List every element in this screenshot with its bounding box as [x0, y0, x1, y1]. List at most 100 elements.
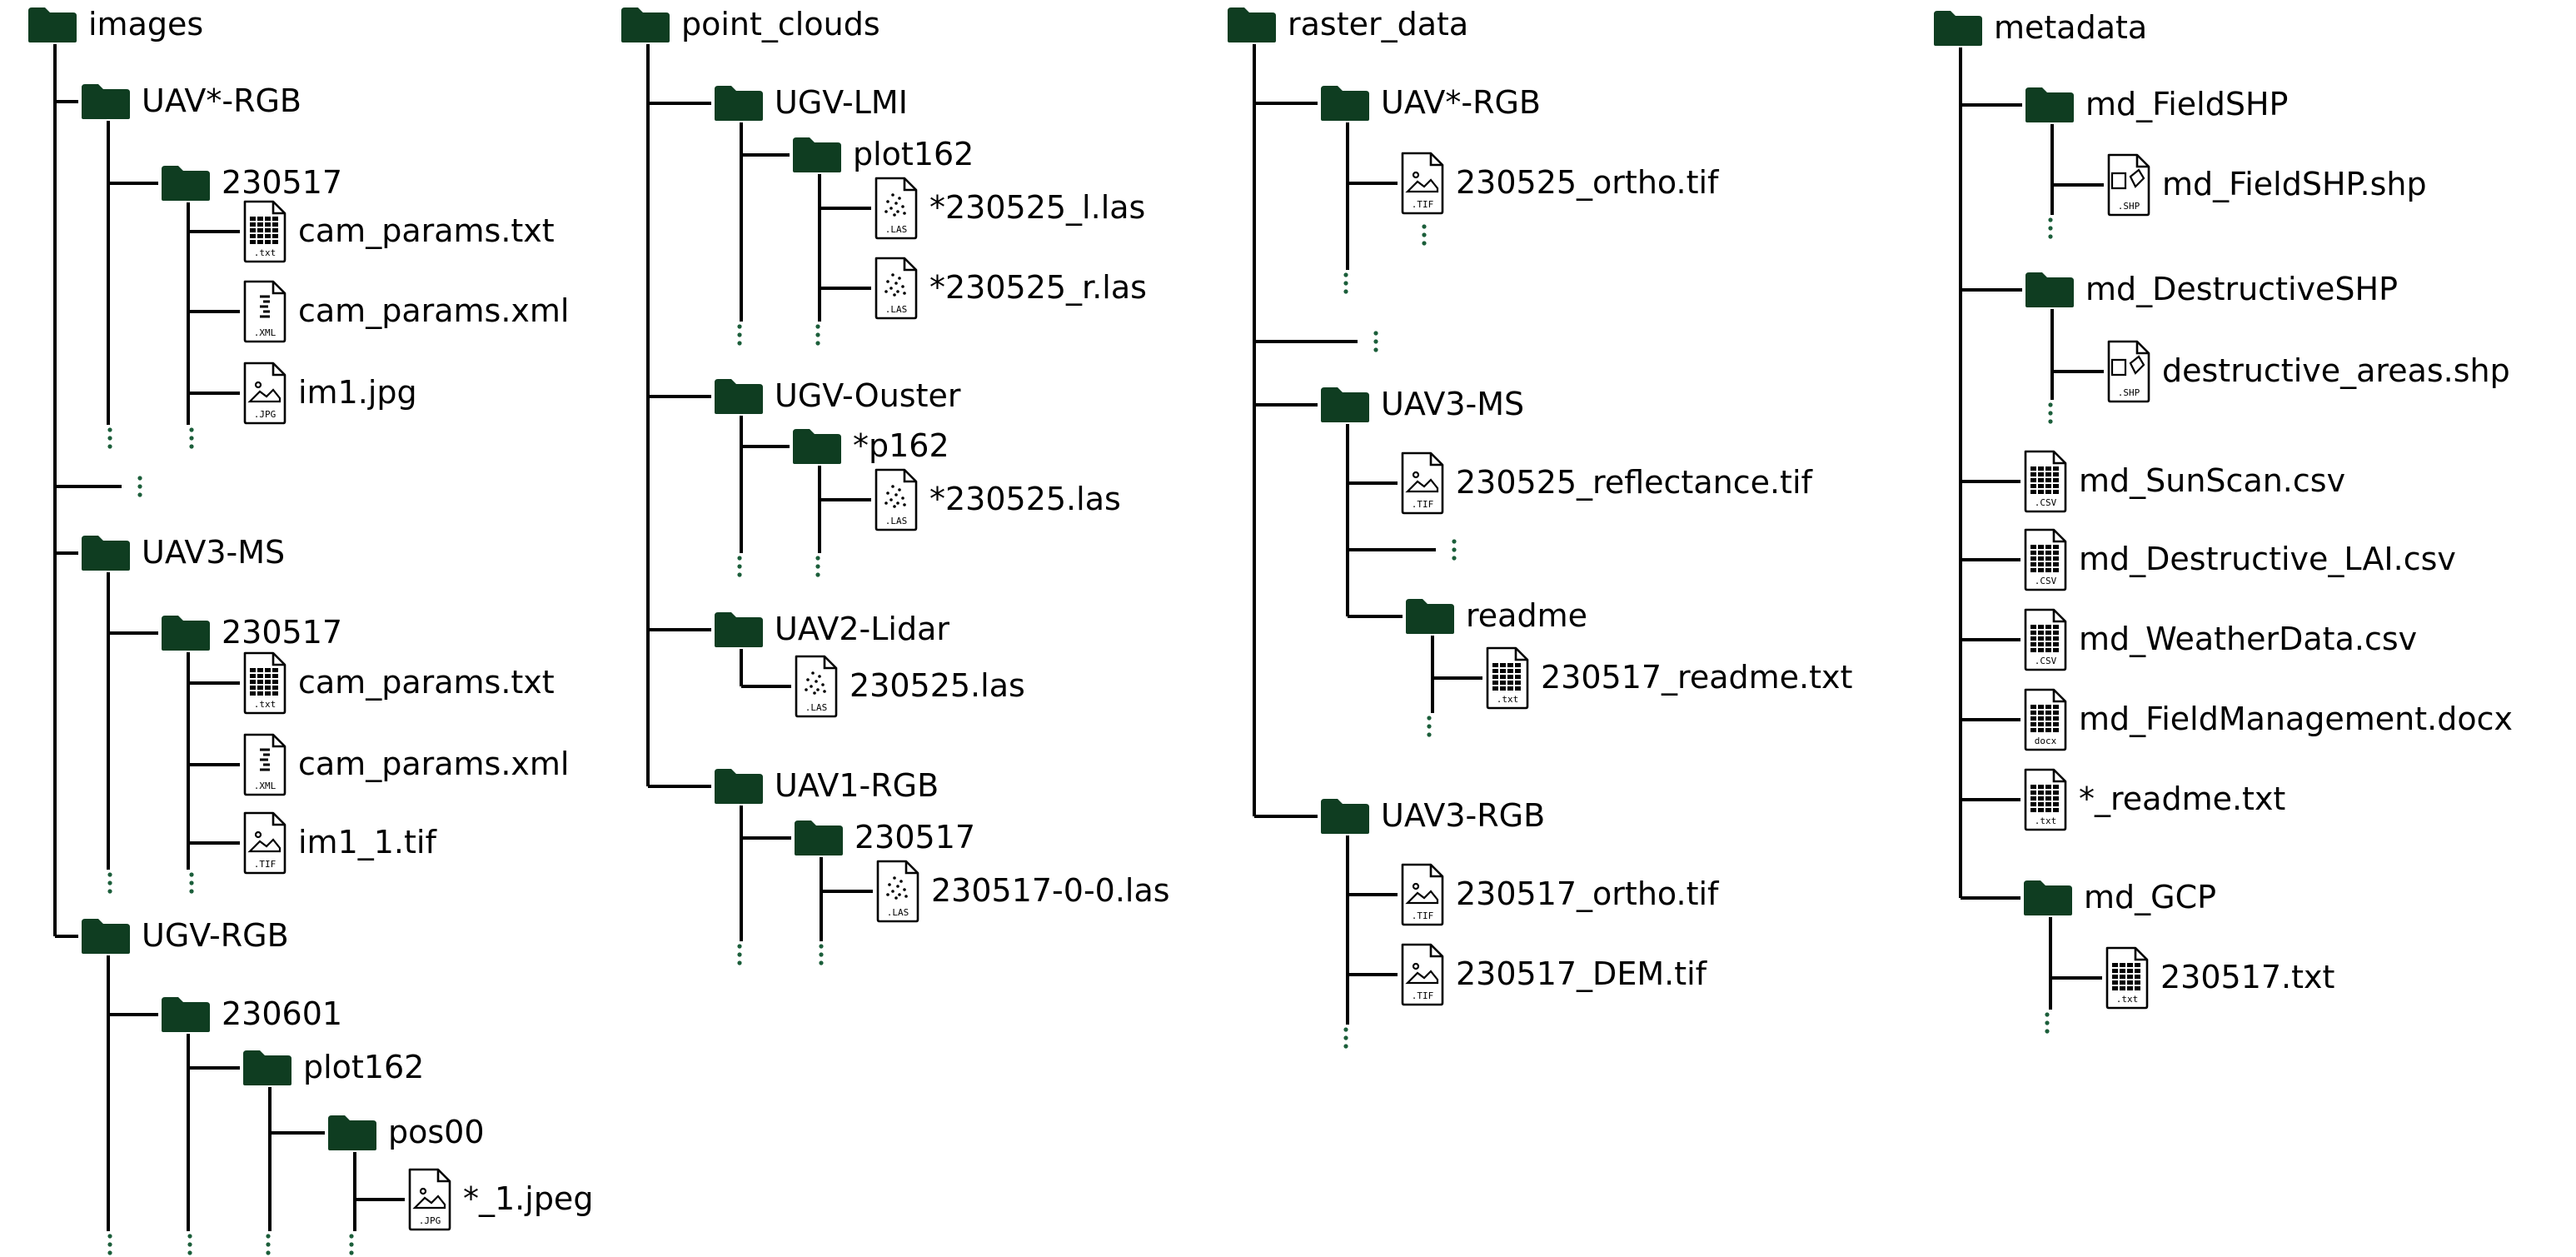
folder-icon — [620, 6, 671, 48]
folder-icon — [242, 1049, 293, 1091]
file-name: 230525_ortho.tif — [1456, 164, 1719, 201]
svg-text:.TIF: .TIF — [1412, 990, 1434, 1001]
ellipsis-more-items — [2045, 1012, 2050, 1034]
svg-text:.LAS: .LAS — [885, 304, 908, 315]
folder-name: point_clouds — [681, 6, 880, 42]
folder-name: UGV-LMI — [775, 84, 908, 121]
folder-icon — [793, 819, 845, 861]
folder-icon — [80, 82, 132, 125]
folder-name: 230601 — [222, 995, 343, 1032]
file-name: *230525_r.las — [929, 269, 1147, 306]
table-file-icon: .CSV — [2022, 526, 2069, 597]
file-name: md_Destructive_LAI.csv — [2079, 541, 2456, 577]
file-name: 230517_DEM.tif — [1456, 955, 1707, 992]
svg-text:.XML: .XML — [254, 781, 277, 791]
svg-text:.LAS: .LAS — [887, 907, 909, 918]
svg-text:.txt: .txt — [254, 699, 277, 710]
ellipsis-more-items — [815, 324, 820, 346]
folder-name: UAV3-MS — [1381, 386, 1525, 422]
svg-text:.txt: .txt — [2035, 816, 2057, 826]
file-name: *_1.jpeg — [463, 1180, 594, 1217]
folder-name: raster_data — [1288, 6, 1469, 42]
folder-icon — [160, 164, 212, 207]
folder-icon — [1319, 386, 1371, 428]
svg-text:.XML: .XML — [254, 327, 277, 338]
file-name: 230517.txt — [2160, 959, 2335, 995]
svg-text:.CSV: .CSV — [2035, 656, 2057, 666]
svg-text:.SHP: .SHP — [2118, 201, 2140, 212]
image-file-icon: .TIF — [1399, 450, 1446, 521]
code-file-icon: .XML — [242, 278, 288, 349]
folder-name: *p162 — [853, 427, 949, 464]
file-name: cam_params.xml — [298, 292, 570, 329]
table-file-icon: .txt — [1484, 645, 1531, 716]
svg-text:.LAS: .LAS — [885, 224, 908, 235]
file-name: md_SunScan.csv — [2079, 462, 2346, 499]
folder-icon — [713, 377, 765, 420]
folder-icon — [791, 427, 843, 470]
folder-name: UAV*-RGB — [142, 82, 302, 119]
table-file-icon: .txt — [242, 650, 288, 721]
svg-text:.txt: .txt — [2116, 994, 2139, 1005]
svg-text:.JPG: .JPG — [419, 1215, 441, 1226]
svg-text:.TIF: .TIF — [1412, 910, 1434, 921]
folder-icon — [713, 767, 765, 810]
points-file-icon: .LAS — [873, 466, 919, 537]
table-file-icon: docx — [2022, 686, 2069, 757]
image-file-icon: .TIF — [1399, 941, 1446, 1012]
folder-name: md_DestructiveSHP — [2085, 271, 2399, 307]
points-file-icon: .LAS — [873, 255, 919, 326]
folder-icon — [1319, 797, 1371, 840]
file-name: im1_1.tif — [298, 824, 436, 860]
ellipsis-more-items — [189, 427, 194, 449]
folder-icon — [713, 84, 765, 127]
svg-text:.TIF: .TIF — [1412, 499, 1434, 510]
svg-text:.txt: .txt — [1497, 694, 1519, 705]
table-file-icon: .txt — [2104, 945, 2150, 1015]
file-name: md_FieldSHP.shp — [2162, 166, 2427, 202]
ellipsis-more-items — [737, 556, 742, 577]
file-name: cam_params.txt — [298, 212, 555, 249]
svg-text:.LAS: .LAS — [885, 516, 908, 526]
ellipsis-more-items — [349, 1234, 354, 1255]
file-name: 230525_reflectance.tif — [1456, 464, 1812, 501]
ellipsis-more-items — [107, 872, 112, 894]
file-name: 230525.las — [850, 667, 1025, 704]
points-file-icon: .LAS — [873, 175, 919, 246]
image-file-icon: .TIF — [242, 810, 288, 880]
image-file-icon: .TIF — [1399, 150, 1446, 221]
svg-text:.CSV: .CSV — [2035, 497, 2057, 508]
file-name: destructive_areas.shp — [2162, 352, 2510, 389]
ellipsis-more-items — [815, 556, 820, 577]
folder-icon — [27, 6, 78, 48]
ellipsis-more-items — [819, 944, 824, 965]
ellipsis-more-items — [107, 427, 112, 449]
ellipsis-more-items — [187, 1234, 192, 1255]
ellipsis-more-items — [737, 324, 742, 346]
ellipsis-more-items — [2048, 217, 2053, 239]
folder-icon — [791, 136, 843, 178]
svg-text:.JPG: .JPG — [254, 409, 277, 420]
folder-name: plot162 — [853, 136, 974, 172]
ellipsis-more-items — [2048, 402, 2053, 424]
ellipsis-more-items — [137, 476, 142, 497]
ellipsis-more-items — [189, 872, 194, 894]
folder-name: UAV3-MS — [142, 534, 286, 571]
svg-text:.TIF: .TIF — [254, 859, 277, 870]
ellipsis-more-items — [1343, 1027, 1348, 1049]
folder-icon — [1932, 9, 1984, 52]
ellipsis-more-items — [107, 1234, 112, 1255]
svg-text:.CSV: .CSV — [2035, 576, 2057, 586]
svg-text:.TIF: .TIF — [1412, 199, 1434, 210]
file-name: 230517-0-0.las — [931, 872, 1170, 909]
file-name: cam_params.xml — [298, 746, 570, 782]
folder-name: UAV*-RGB — [1381, 84, 1542, 121]
file-name: 230517_readme.txt — [1541, 659, 1853, 696]
ellipsis-more-items — [1373, 331, 1378, 352]
points-file-icon: .LAS — [793, 653, 840, 724]
file-name: 230517_ortho.tif — [1456, 875, 1719, 912]
folder-name: 230517 — [222, 614, 343, 651]
ellipsis-more-items — [1343, 272, 1348, 294]
